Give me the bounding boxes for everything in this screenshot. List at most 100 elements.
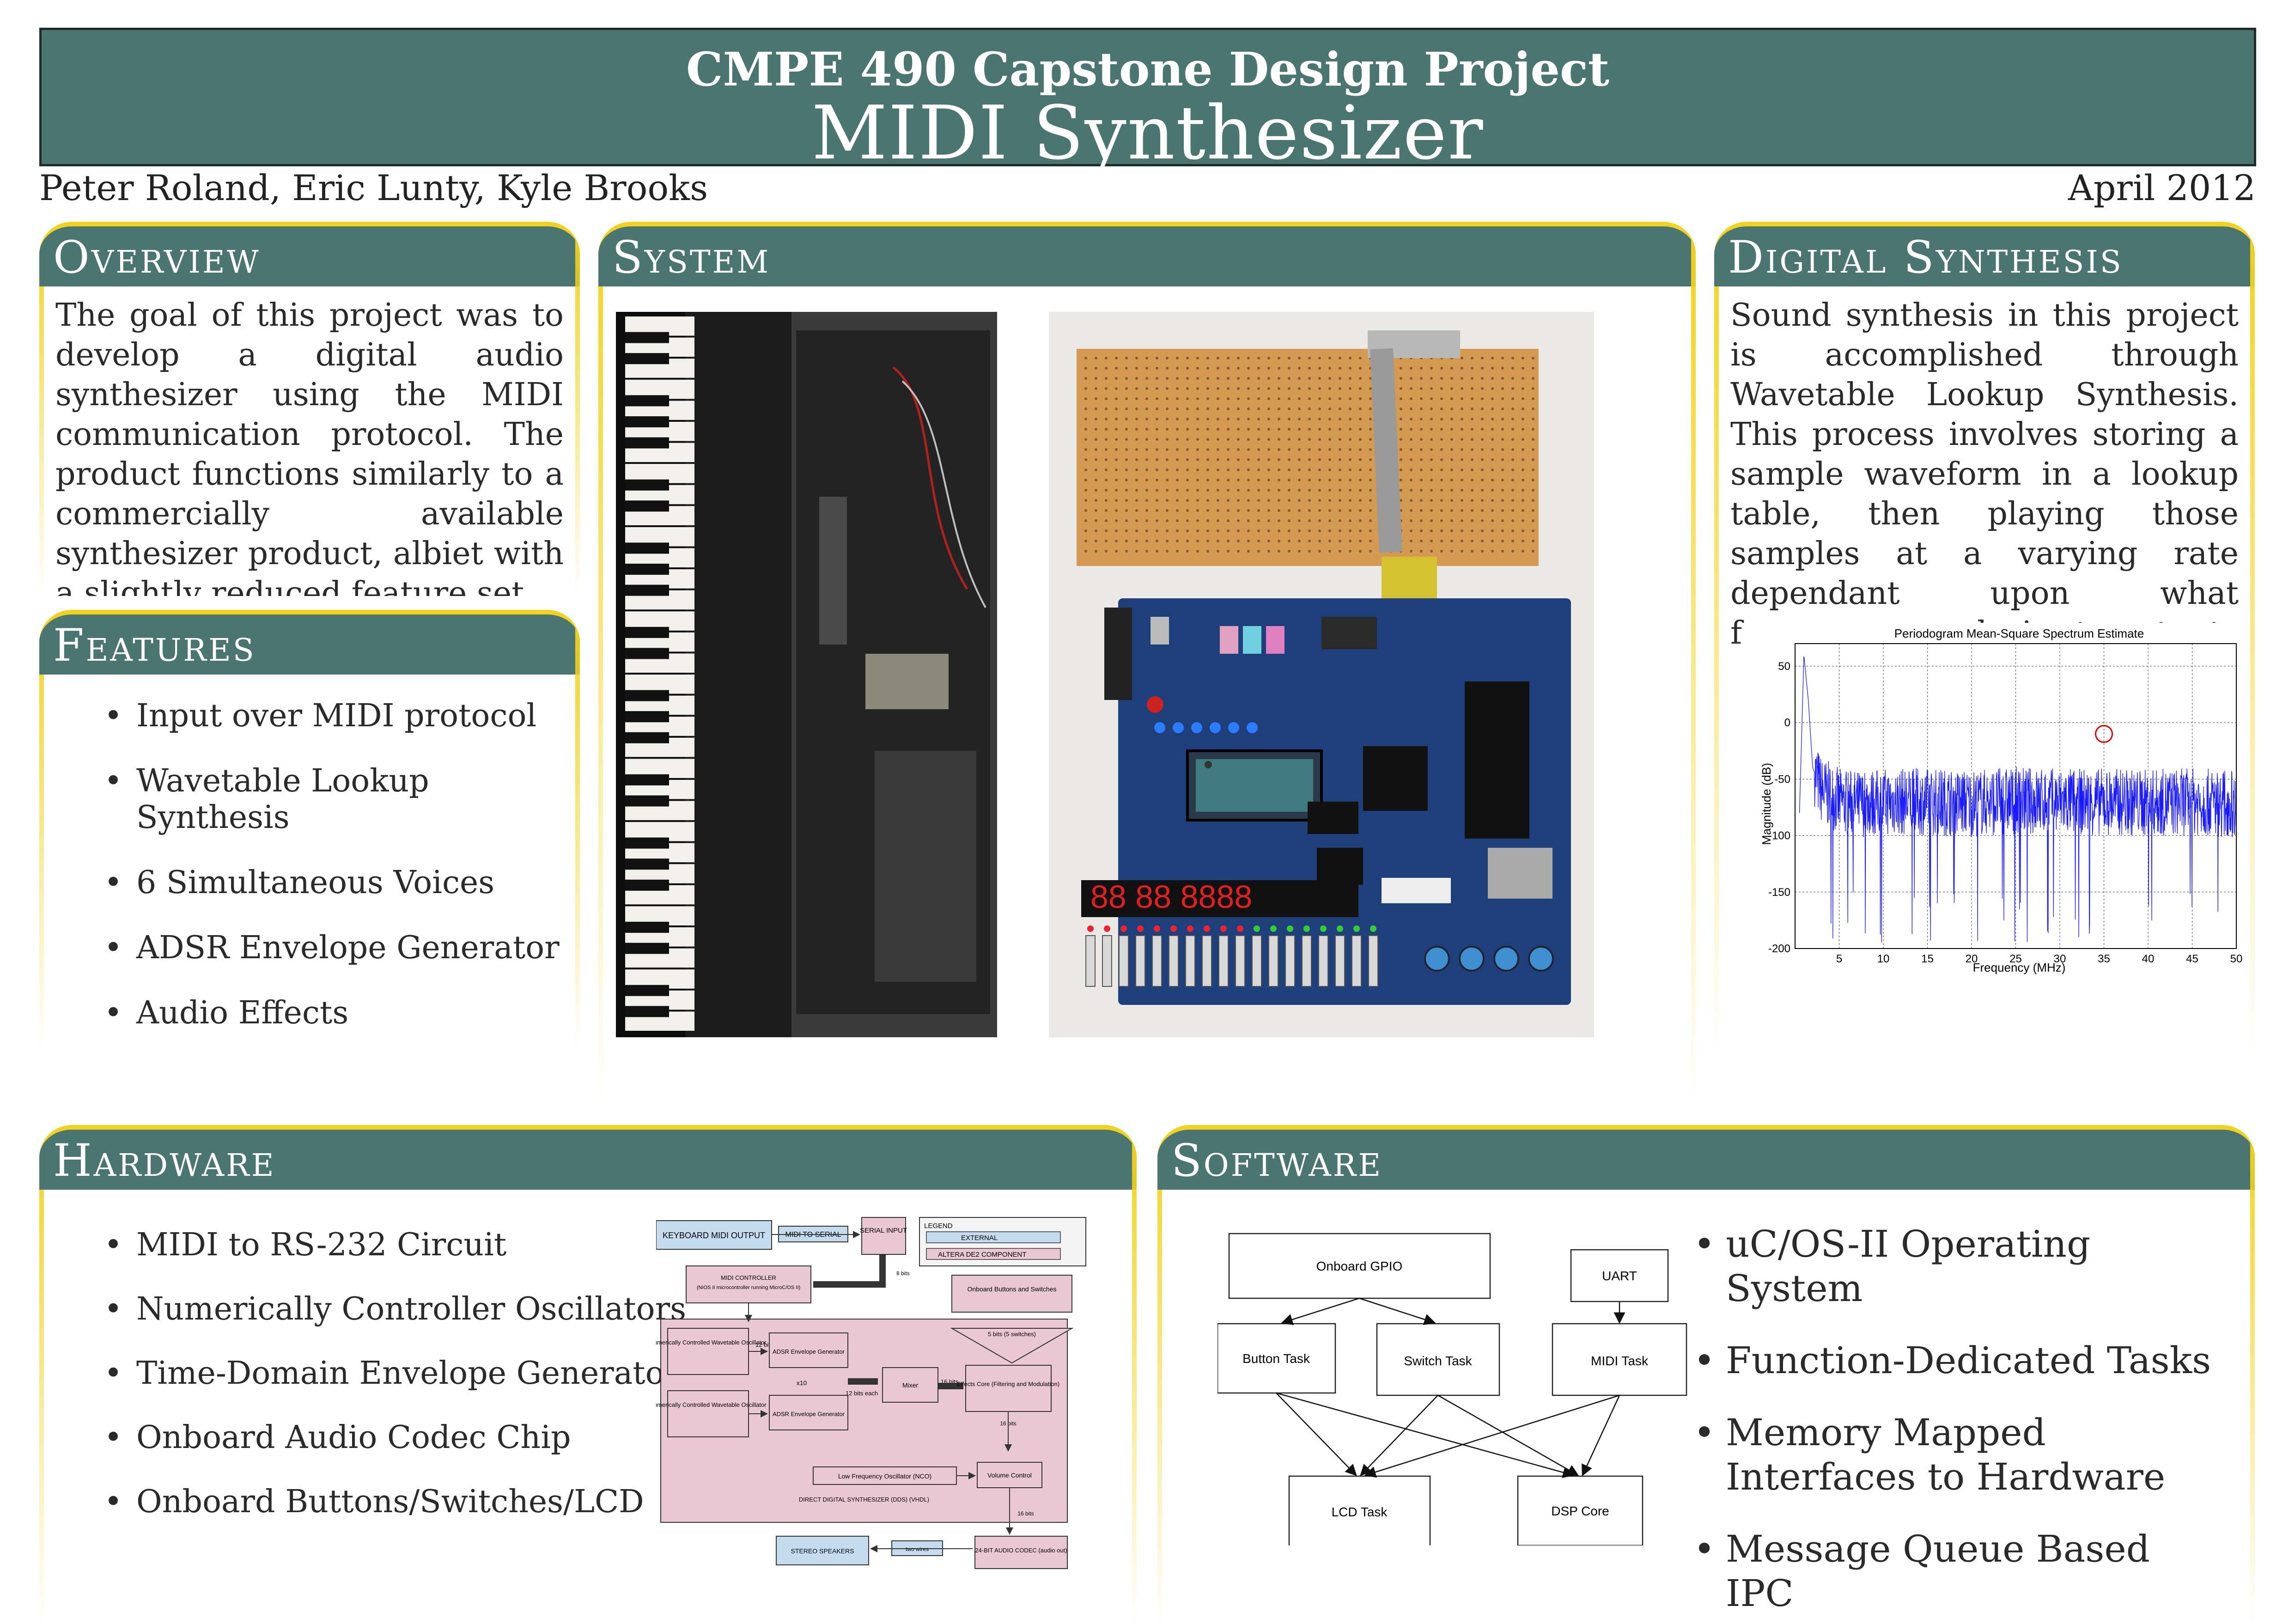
software-task-diagram: Onboard GPIO UART Button Task Switch Tas… xyxy=(1218,1233,1687,1545)
perfboard-hole xyxy=(1369,397,1372,400)
perfboard-hole xyxy=(1471,397,1473,400)
perfboard-hole xyxy=(1278,438,1280,441)
perfboard-hole xyxy=(1511,387,1514,390)
perfboard-hole xyxy=(1278,479,1280,481)
svg-text:8 bits: 8 bits xyxy=(896,1270,910,1277)
perfboard-hole xyxy=(1247,387,1250,390)
perfboard-hole xyxy=(1105,418,1108,420)
perfboard-hole xyxy=(1135,519,1138,522)
perfboard-hole xyxy=(1450,428,1453,431)
perfboard-hole xyxy=(1288,408,1291,410)
perfboard-hole xyxy=(1084,519,1087,522)
software-section: Software Onboard GPIO UART Button Task S… xyxy=(1157,1125,2255,1624)
perfboard-hole xyxy=(1450,540,1453,542)
perfboard-hole xyxy=(1410,519,1412,522)
perfboard-hole xyxy=(1288,438,1291,441)
svg-text:Numerically Controlled Wavetab: Numerically Controlled Wavetable Oscilla… xyxy=(656,1401,767,1408)
perfboard-hole xyxy=(1339,397,1341,400)
perfboard-hole xyxy=(1166,550,1169,553)
perfboard-hole xyxy=(1328,428,1331,431)
perfboard-hole xyxy=(1450,468,1453,471)
perfboard-hole xyxy=(1206,479,1209,481)
perfboard-hole xyxy=(1450,519,1453,522)
perfboard-hole xyxy=(1084,418,1087,420)
perfboard-hole xyxy=(1349,397,1351,400)
perfboard-hole xyxy=(1481,397,1484,400)
perfboard-hole xyxy=(1532,499,1534,502)
perfboard-hole xyxy=(1410,397,1412,400)
perfboard-hole xyxy=(1328,509,1331,512)
svg-text:ADSR Envelope Generator: ADSR Envelope Generator xyxy=(773,1348,845,1355)
perfboard-hole xyxy=(1369,519,1372,522)
perfboard-hole xyxy=(1247,499,1250,502)
perfboard-hole xyxy=(1491,438,1494,441)
perfboard-hole xyxy=(1125,509,1128,512)
perfboard-hole xyxy=(1450,418,1453,420)
perfboard-hole xyxy=(1450,408,1453,410)
perfboard-hole xyxy=(1308,489,1311,492)
x-tick-label: 10 xyxy=(1877,953,1890,965)
perfboard-hole xyxy=(1318,540,1321,542)
perfboard-hole xyxy=(1400,458,1402,461)
perfboard-hole xyxy=(1196,489,1199,492)
perfboard-hole xyxy=(1511,479,1514,481)
perfboard-hole xyxy=(1125,377,1128,380)
perfboard-hole xyxy=(1450,529,1453,532)
perfboard-hole xyxy=(1328,489,1331,492)
perfboard-hole xyxy=(1288,540,1291,542)
authors: Peter Roland, Eric Lunty, Kyle Brooks xyxy=(39,167,708,208)
perfboard-hole xyxy=(1257,509,1260,512)
perfboard-hole xyxy=(1298,479,1301,481)
perfboard-hole xyxy=(1125,550,1128,553)
perfboard-hole xyxy=(1461,438,1463,441)
perfboard-hole xyxy=(1115,418,1118,420)
perfboard-hole xyxy=(1430,387,1433,390)
perfboard-hole xyxy=(1511,448,1514,451)
perfboard-hole xyxy=(1532,540,1534,542)
hardware-list: MIDI to RS-232 Circuit Numerically Contr… xyxy=(104,1227,695,1520)
perfboard-hole xyxy=(1196,387,1199,390)
svg-text:EXTERNAL: EXTERNAL xyxy=(961,1234,998,1242)
perfboard-hole xyxy=(1501,397,1504,400)
perfboard-hole xyxy=(1359,479,1362,481)
perfboard-hole xyxy=(1257,397,1260,400)
perfboard-hole xyxy=(1206,387,1209,390)
perfboard-hole xyxy=(1359,397,1362,400)
perfboard-hole xyxy=(1308,519,1311,522)
perfboard-hole xyxy=(1135,479,1138,481)
perfboard-hole xyxy=(1105,468,1108,471)
perfboard-hole xyxy=(1359,428,1362,431)
perfboard-hole xyxy=(1237,458,1240,461)
perfboard-hole xyxy=(1511,418,1514,420)
perfboard-hole xyxy=(1359,387,1362,390)
perfboard-hole xyxy=(1084,397,1087,400)
perfboard-hole xyxy=(1349,367,1351,370)
perfboard-hole xyxy=(1420,499,1423,502)
svg-text:Onboard GPIO: Onboard GPIO xyxy=(1316,1259,1403,1273)
perfboard-hole xyxy=(1532,357,1534,359)
perfboard-hole xyxy=(1491,448,1494,451)
x-tick-label: 20 xyxy=(1966,953,1978,965)
perfboard-hole xyxy=(1247,428,1250,431)
perfboard-hole xyxy=(1440,438,1443,441)
perfboard-hole xyxy=(1156,479,1158,481)
perfboard-hole xyxy=(1217,529,1219,532)
perfboard-hole xyxy=(1156,529,1158,532)
perfboard-hole xyxy=(1125,408,1128,410)
perfboard-hole xyxy=(1308,479,1311,481)
perfboard-hole xyxy=(1522,367,1524,370)
perfboard-hole xyxy=(1115,428,1118,431)
perfboard-hole xyxy=(1522,438,1524,441)
perfboard-hole xyxy=(1288,448,1291,451)
perfboard-hole xyxy=(1369,509,1372,512)
switch-led xyxy=(1087,925,1094,932)
perfboard-hole xyxy=(1420,428,1423,431)
perfboard-hole xyxy=(1135,540,1138,542)
perfboard-hole xyxy=(1206,428,1209,431)
perfboard-hole xyxy=(1339,438,1341,441)
perfboard-hole xyxy=(1410,529,1412,532)
perfboard-hole xyxy=(1491,519,1494,522)
perfboard-hole xyxy=(1481,550,1484,553)
perfboard-hole xyxy=(1481,468,1484,471)
perfboard-hole xyxy=(1440,367,1443,370)
